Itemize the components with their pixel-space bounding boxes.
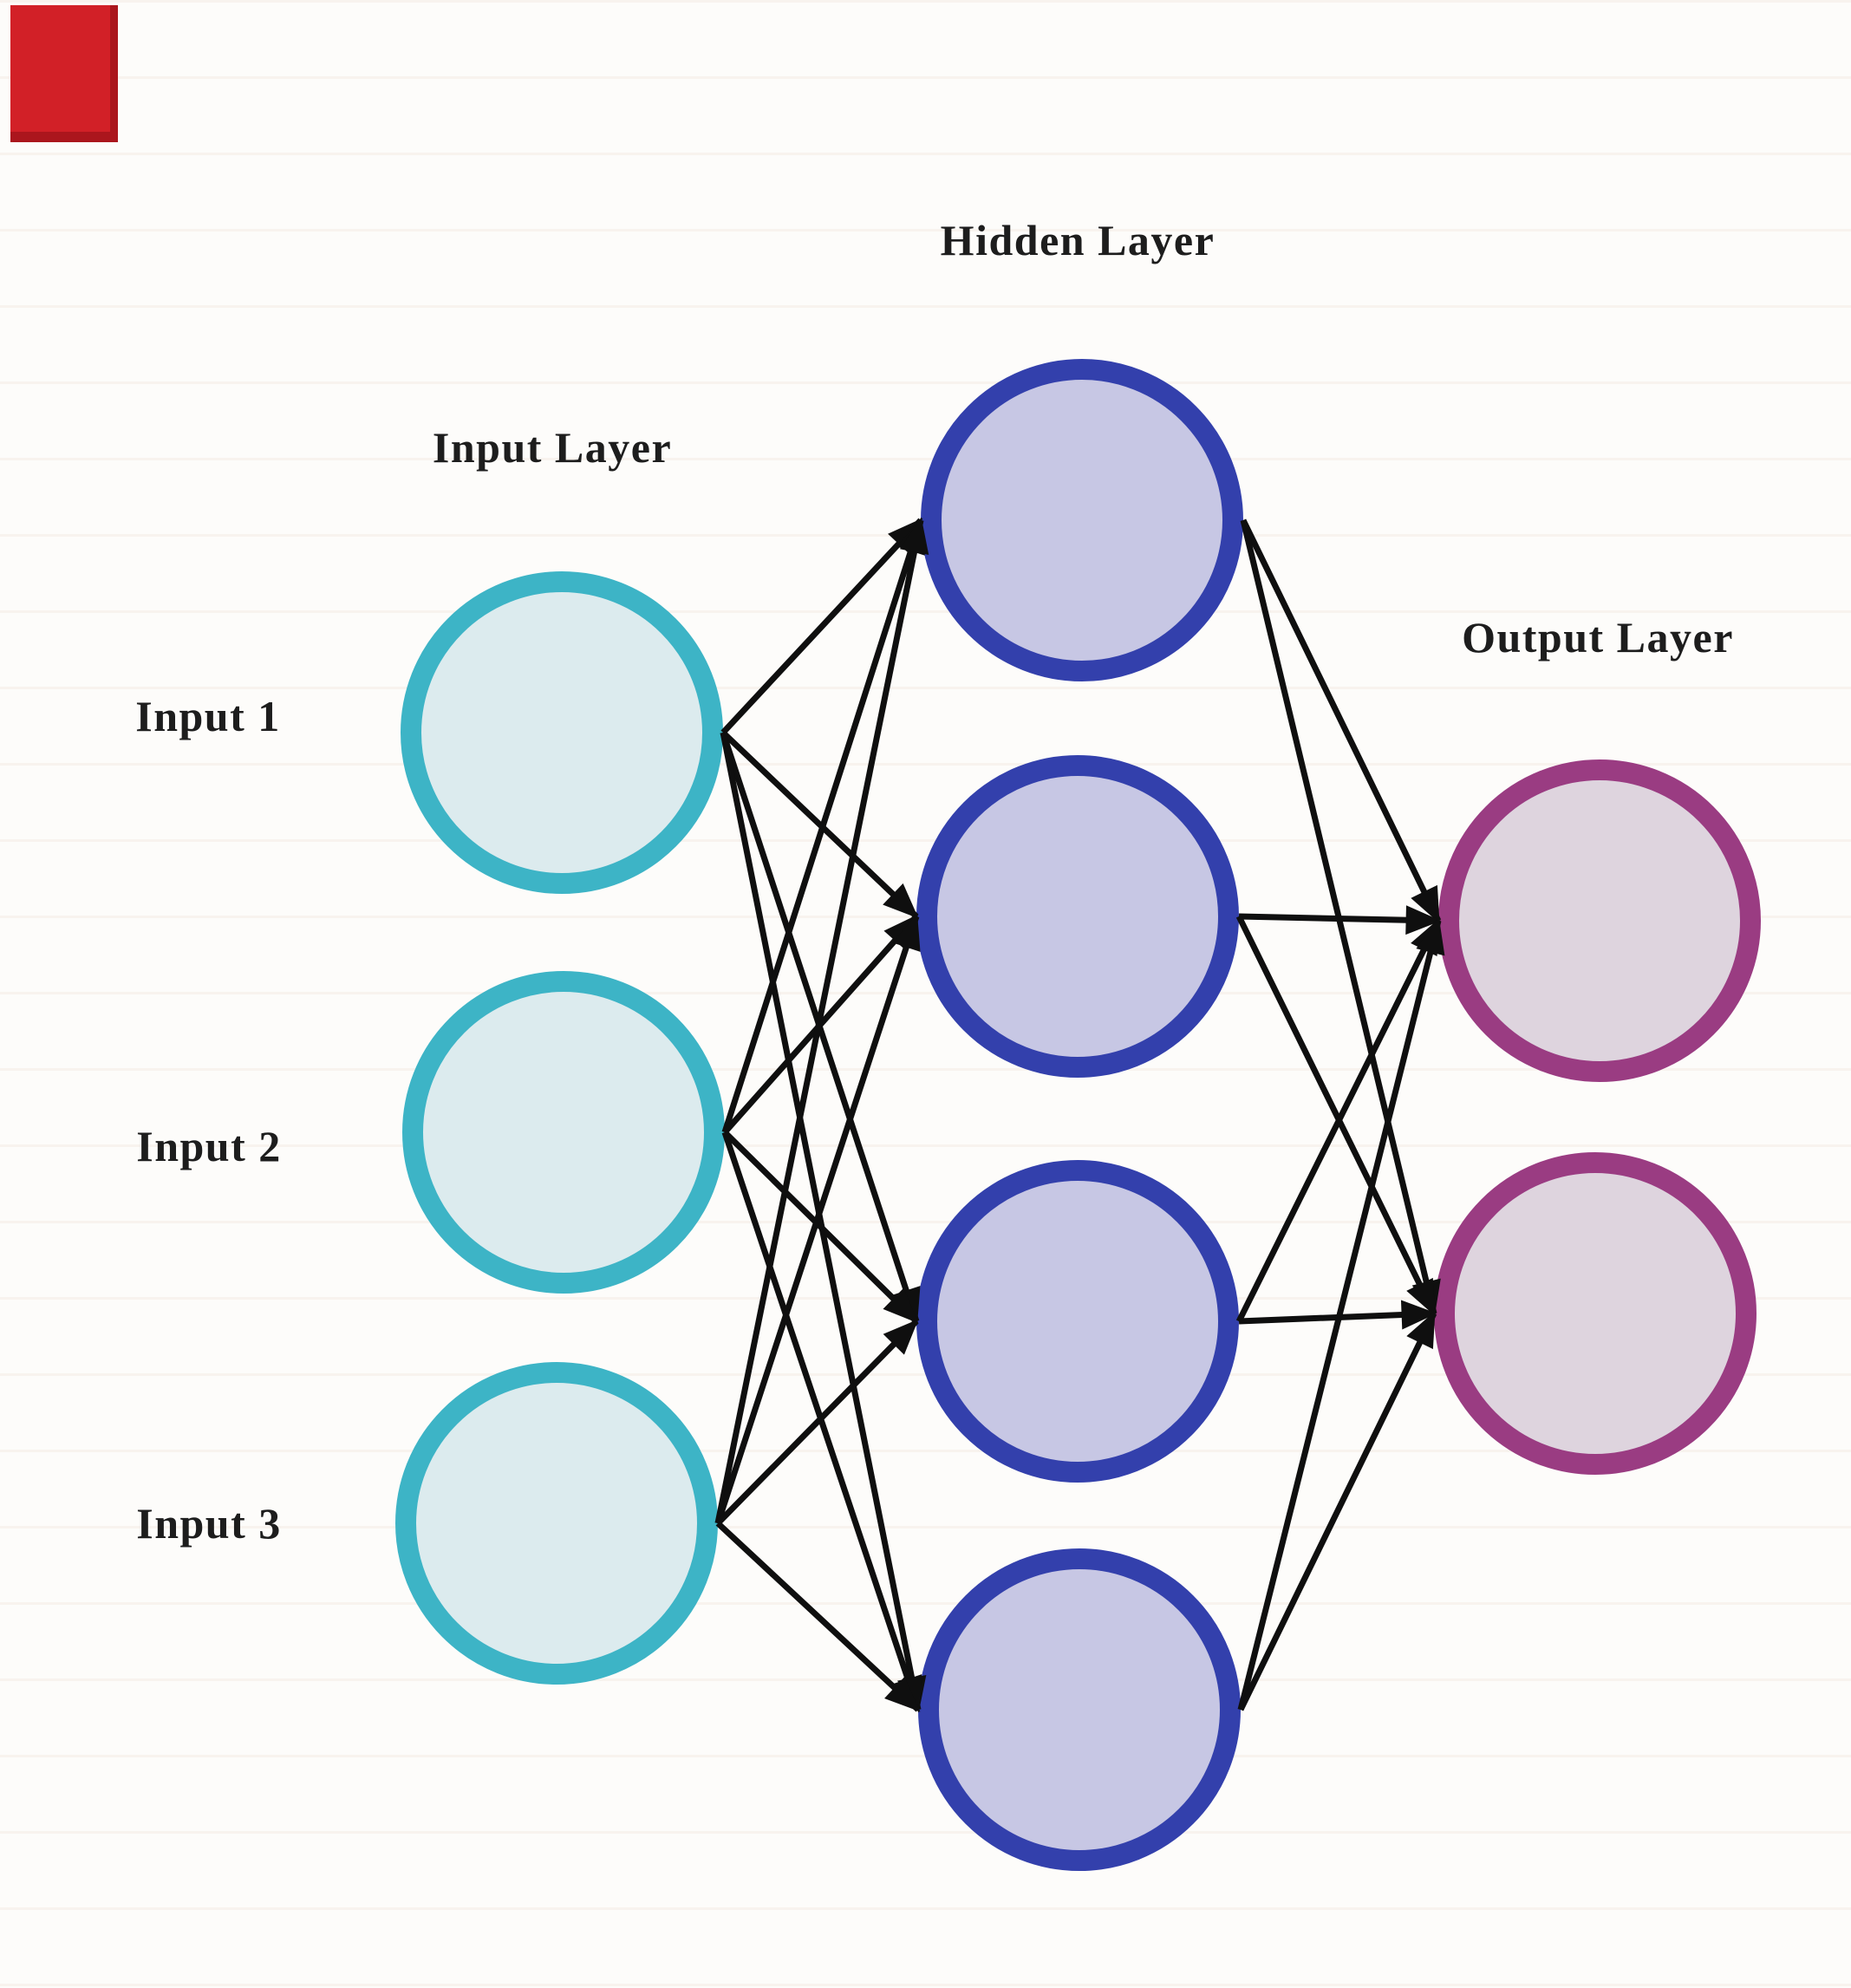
input-node-i1 xyxy=(401,571,723,894)
output-layer-title: Output Layer xyxy=(1462,613,1734,662)
edge-h4-o2 xyxy=(1237,1310,1437,1711)
input-2-label: Input 2 xyxy=(136,1122,282,1170)
red-corner-marker xyxy=(10,5,118,142)
hidden-node-h3 xyxy=(916,1160,1239,1483)
input-layer-title: Input Layer xyxy=(432,423,673,472)
hidden-node-h2 xyxy=(916,755,1239,1078)
input-1-label: Input 1 xyxy=(135,692,281,740)
edge-h3-o1 xyxy=(1235,917,1442,1323)
hidden-node-h4 xyxy=(918,1548,1241,1871)
edge-h1-o1 xyxy=(1240,518,1442,924)
hidden-node-h1 xyxy=(921,359,1243,681)
edge-i3-h3 xyxy=(715,1319,919,1526)
edge-h4-o1 xyxy=(1237,917,1445,1711)
edge-i1-h1 xyxy=(720,518,923,735)
edge-i2-h3 xyxy=(722,1130,919,1324)
input-3-label: Input 3 xyxy=(136,1499,282,1548)
input-node-i2 xyxy=(402,971,725,1294)
edge-i1-h4 xyxy=(720,732,927,1713)
edge-i3-h2 xyxy=(714,913,921,1525)
edge-i2-h1 xyxy=(721,517,925,1134)
edge-i1-h2 xyxy=(720,730,919,919)
output-node-o1 xyxy=(1438,759,1761,1082)
edge-h2-o1 xyxy=(1238,905,1442,935)
output-node-o2 xyxy=(1434,1152,1756,1475)
edge-i3-h4 xyxy=(715,1521,921,1712)
hidden-layer-title: Hidden Layer xyxy=(940,216,1216,264)
edge-h2-o2 xyxy=(1235,915,1437,1317)
input-node-i3 xyxy=(395,1362,718,1685)
edge-i3-h1 xyxy=(714,517,929,1524)
